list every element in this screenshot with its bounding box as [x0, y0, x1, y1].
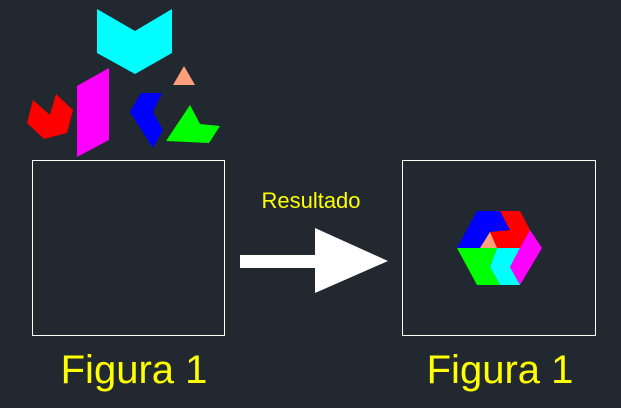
magenta-piece[interactable] [77, 68, 109, 157]
arrow-icon [240, 228, 388, 293]
green-piece[interactable] [166, 105, 220, 143]
left-caption: Figura 1 [60, 348, 208, 392]
blue-piece[interactable] [130, 93, 163, 148]
hex-magenta [510, 230, 542, 285]
assembled-hexagon [457, 211, 542, 285]
salmon-triangle-piece[interactable] [173, 66, 195, 85]
hex-salmon [480, 232, 497, 248]
hex-blue [457, 211, 510, 248]
right-caption: Figura 1 [426, 348, 574, 392]
hex-cyan [490, 248, 520, 285]
hex-green [457, 248, 500, 285]
hex-red [490, 211, 530, 248]
result-label: Resultado [261, 188, 361, 213]
loose-pieces [27, 9, 220, 157]
red-piece[interactable] [27, 94, 73, 139]
right-frame [402, 160, 596, 336]
left-frame [32, 160, 225, 336]
cyan-piece[interactable] [97, 9, 172, 74]
